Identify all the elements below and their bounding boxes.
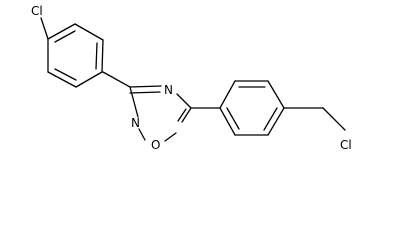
phenyl-ring (219, 80, 285, 136)
chlorophenyl-ring (47, 23, 104, 88)
bond (47, 23, 76, 40)
bond (129, 86, 139, 118)
atom-label-cl-right: Cl (340, 138, 352, 152)
bond (219, 107, 236, 136)
double-bond-inner (226, 107, 240, 130)
bond-aryl-oxadiazole (102, 71, 131, 88)
oxadiazole-ring (129, 85, 192, 142)
double-bond (181, 107, 192, 123)
double-bond-inner (177, 108, 187, 122)
bond-ch2-cl (322, 107, 346, 131)
atom-label-n-top: N (164, 83, 173, 97)
bond (74, 23, 104, 41)
double-bond-inner (54, 30, 76, 43)
double-bond-inner (95, 42, 98, 70)
bond-cl-aryl (40, 17, 49, 40)
bond (176, 93, 192, 109)
double-bond-inner (54, 68, 77, 81)
double-bond-inner (263, 107, 278, 131)
canvas-background (0, 0, 395, 165)
atom-label-cl-top: Cl (31, 4, 43, 18)
bond (129, 85, 162, 88)
bond (219, 80, 236, 109)
double-bond (129, 91, 161, 94)
bond (75, 71, 103, 88)
bond (267, 80, 285, 109)
atom-label-n-bottom: N (131, 116, 140, 130)
bond (138, 128, 146, 141)
bond (47, 71, 77, 88)
molecule-structure: Cl N N O Cl (0, 0, 395, 165)
bond (101, 39, 104, 73)
atom-label-o: O (151, 138, 160, 152)
bond (267, 107, 285, 136)
bond (164, 132, 177, 142)
